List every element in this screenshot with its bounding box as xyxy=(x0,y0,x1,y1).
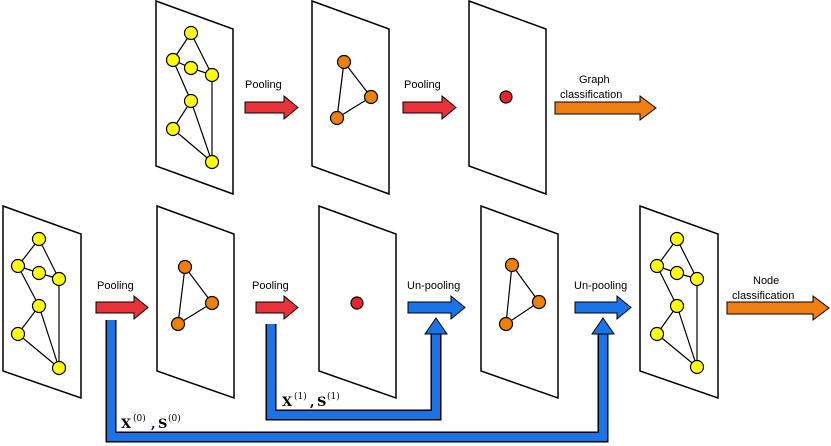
skip-connection-1-arrowhead xyxy=(424,317,448,335)
graph-node xyxy=(669,265,685,281)
skip-label-1-x-sup: (1) xyxy=(294,391,307,402)
bottom-panel-unpooled-graph xyxy=(480,204,559,400)
graph-nodes xyxy=(498,257,547,332)
graph-node xyxy=(51,271,67,287)
graph-node xyxy=(689,271,705,287)
graph-node xyxy=(531,294,547,310)
graph-node xyxy=(689,359,705,375)
graph-node xyxy=(31,231,47,247)
skip-label-0-x: X xyxy=(121,417,132,432)
node-classification-arrow xyxy=(726,295,830,321)
unpooling-label: Un-pooling xyxy=(407,280,460,292)
graph-node xyxy=(350,296,364,310)
pooling-label: Pooling xyxy=(404,79,441,91)
graph-node xyxy=(177,259,193,275)
graph-nodes xyxy=(10,231,67,376)
unpooling-arrow xyxy=(574,294,632,321)
graph-node xyxy=(498,316,514,332)
graph-node xyxy=(669,231,685,247)
pooling-label: Pooling xyxy=(245,79,282,91)
unpooling-label: Un-pooling xyxy=(574,280,627,292)
graph-node xyxy=(183,93,199,109)
graph-node xyxy=(669,298,685,314)
graph-node xyxy=(10,258,26,274)
graph-node xyxy=(649,326,665,342)
graph-node xyxy=(504,257,520,273)
panel-frame xyxy=(156,204,235,400)
graph-node xyxy=(31,265,47,281)
skip-label-0-s: S xyxy=(158,417,167,432)
pooling-arrow xyxy=(95,294,149,321)
node-classification-label-line2: classification xyxy=(732,290,794,302)
skip-connection-0-arrowhead xyxy=(591,317,615,335)
graph-nodes xyxy=(649,231,705,375)
graph-node xyxy=(204,67,220,83)
graph-classification-arrow xyxy=(554,95,657,121)
graph-node xyxy=(10,326,26,342)
bottom-panel-input-graph xyxy=(2,204,82,400)
pooling-label: Pooling xyxy=(97,280,134,292)
pooling-arrow xyxy=(255,294,299,321)
top-panel-pooled-graph xyxy=(311,0,390,196)
bottom-panel-single-node xyxy=(318,204,397,400)
skip-label-1-x: X xyxy=(282,395,293,410)
graph-node xyxy=(165,121,181,137)
skip-connection-1 xyxy=(267,324,440,419)
bottom-panel-pooled-graph xyxy=(156,204,235,400)
skip-label-1: X (1) , S (1) xyxy=(282,391,340,410)
graph-node xyxy=(204,295,220,311)
pooling-label: Pooling xyxy=(252,280,289,292)
skip-label-0: X (0) , S (0) xyxy=(121,413,181,432)
skip-label-0-comma: , xyxy=(151,417,156,432)
panel-frame xyxy=(311,0,390,196)
graph-node xyxy=(51,360,67,376)
graph-node xyxy=(336,54,352,70)
graph-node xyxy=(499,90,513,104)
graph-node xyxy=(183,60,199,76)
graph-node xyxy=(165,52,181,68)
graph-node xyxy=(363,89,379,105)
pooling-arrow xyxy=(244,94,299,121)
graph-node xyxy=(204,154,220,170)
graph-nodes xyxy=(165,25,220,170)
top-panel-input-graph xyxy=(155,0,234,196)
top-panel-single-node xyxy=(468,0,547,196)
skip-connection-0 xyxy=(107,320,607,441)
graph-classification-label-line2: classification xyxy=(560,89,622,101)
skip-label-1-s: S xyxy=(317,395,326,410)
graph-nodes xyxy=(329,54,379,126)
graph-node xyxy=(329,110,345,126)
graph-node xyxy=(183,25,199,41)
graph-nodes xyxy=(170,259,220,332)
panel-frame xyxy=(480,204,559,400)
unpooling-arrow xyxy=(407,294,466,321)
graph-node xyxy=(649,258,665,274)
skip-label-0-x-sup: (0) xyxy=(133,413,146,424)
skip-label-1-comma: , xyxy=(310,395,315,410)
graph-node xyxy=(170,316,186,332)
skip-label-1-s-sup: (1) xyxy=(327,391,340,402)
bottom-panel-output-graph xyxy=(639,204,719,400)
graph-classification-label-line1: Graph xyxy=(579,74,610,86)
skip-label-0-s-sup: (0) xyxy=(168,413,181,424)
graph-node xyxy=(31,298,47,314)
pooling-arrow xyxy=(402,94,457,121)
node-classification-label-line1: Node xyxy=(753,275,779,287)
